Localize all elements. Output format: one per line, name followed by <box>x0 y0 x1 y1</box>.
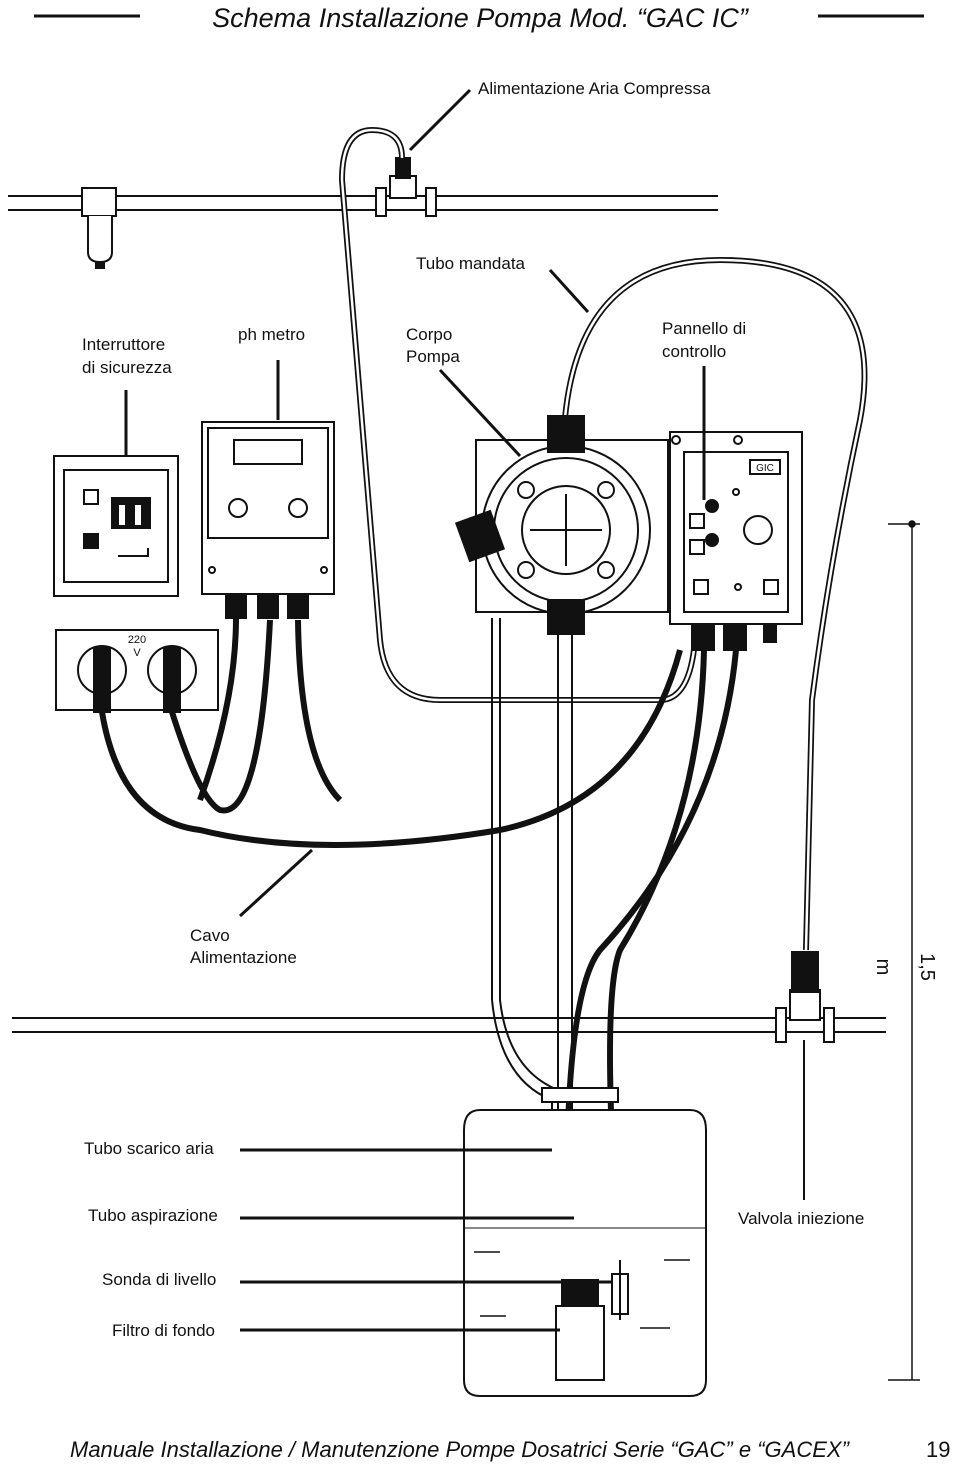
height-dimension <box>888 520 920 1381</box>
delivery-tube-inner <box>563 258 866 951</box>
socket-voltage-bottom: V <box>133 647 141 659</box>
label-suction-tube: Tubo aspirazione <box>88 1206 218 1225</box>
label-air-vent-tube: Tubo scarico aria <box>84 1139 214 1158</box>
label-pump-body-line1: Corpo <box>406 325 453 344</box>
leader-lines <box>124 88 706 1332</box>
page-title: Schema Installazione Pompa Mod. “GAC IC” <box>212 3 748 33</box>
label-foot-filter: Filtro di fondo <box>112 1321 215 1340</box>
label-control-panel-line2: controllo <box>662 342 727 361</box>
footer-text: Manuale Installazione / Manutenzione Pom… <box>70 1437 849 1462</box>
label-power-cable-line2: Alimentazione <box>190 948 297 967</box>
label-safety-switch-line1: Interruttore <box>82 335 166 354</box>
air-tube-inner <box>340 128 697 702</box>
label-pump-body-line2: Pompa <box>406 347 460 366</box>
socket-voltage-top: 220 <box>128 634 146 646</box>
safety-switch <box>53 455 179 597</box>
power-socket <box>55 629 219 713</box>
label-injection-valve: Valvola iniezione <box>738 1209 865 1228</box>
pump-body <box>454 415 669 635</box>
label-power-cable-line1: Cavo <box>190 926 230 945</box>
label-level-probe: Sonda di livello <box>102 1270 217 1289</box>
label-delivery-tube: Tubo mandata <box>416 254 525 273</box>
air-tube <box>338 126 698 703</box>
label-control-panel-line1: Pannello di <box>662 319 747 338</box>
label-air-supply: Alimentazione Aria Compressa <box>478 79 711 98</box>
ph-meter <box>201 421 335 619</box>
injection-pipe <box>12 951 886 1200</box>
chemical-tank <box>463 1087 707 1397</box>
page-number: 19 <box>926 1437 951 1462</box>
label-ph-meter: ph metro <box>238 325 306 344</box>
panel-brand-label: GIC <box>756 463 774 474</box>
label-safety-switch-line2: di sicurezza <box>82 358 172 377</box>
height-measurement: 1,5 m <box>872 953 938 981</box>
control-panel <box>669 431 803 651</box>
air-pipe <box>8 157 718 269</box>
